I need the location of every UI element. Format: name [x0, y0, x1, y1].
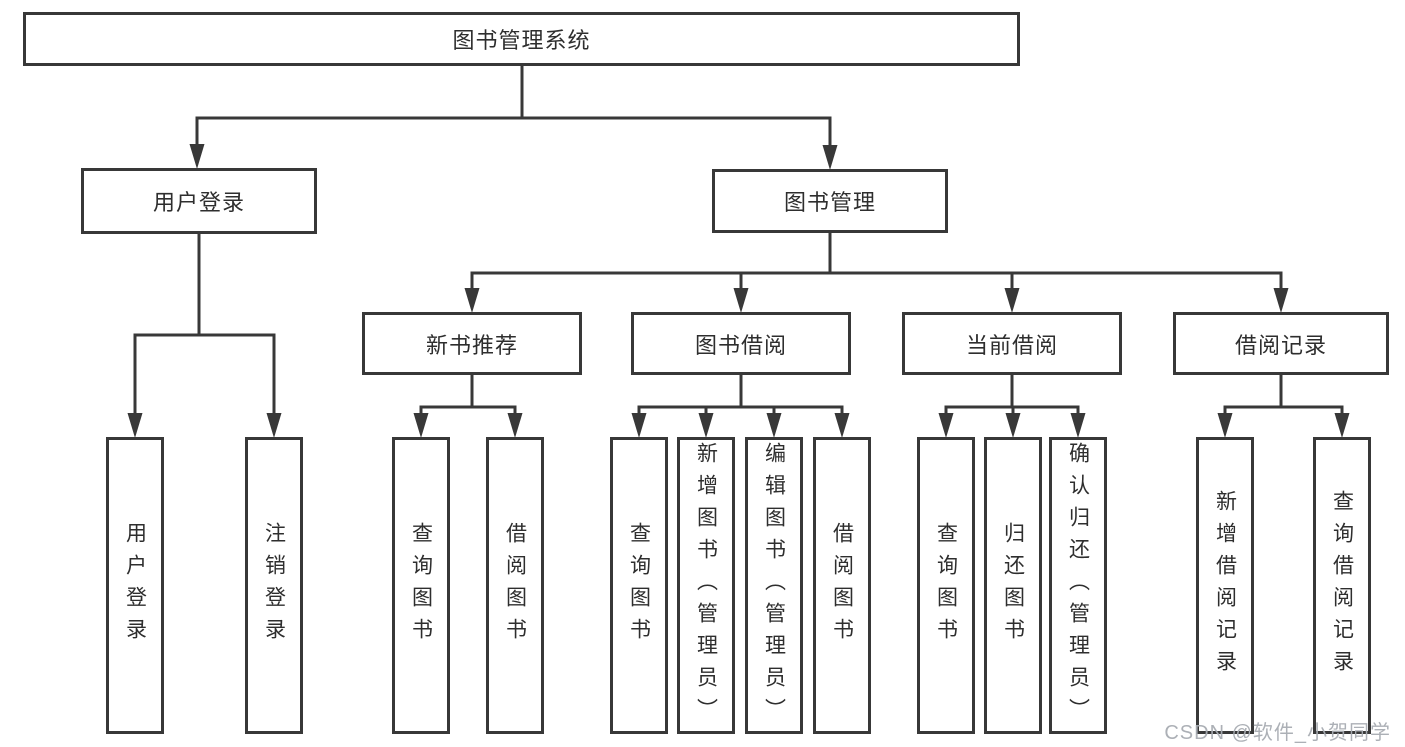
leaf-confirm-return-admin-label: 确认归还（管理员） [1066, 441, 1090, 730]
leaf-query-books-1-label: 查询图书 [409, 521, 433, 650]
node-borrowing-records: 借阅记录 [1173, 312, 1389, 375]
leaf-query-borrow-record-label: 查询借阅记录 [1330, 489, 1354, 682]
node-current-borrowing: 当前借阅 [902, 312, 1122, 375]
leaf-add-borrow-record-label: 新增借阅记录 [1213, 489, 1237, 682]
node-user-login: 用户登录 [81, 168, 317, 234]
leaf-confirm-return-admin: 确认归还（管理员） [1049, 437, 1107, 734]
leaf-borrow-books-2: 借阅图书 [813, 437, 871, 734]
leaf-edit-books-admin-label: 编辑图书（管理员） [762, 441, 786, 730]
leaf-query-books-2: 查询图书 [610, 437, 668, 734]
leaf-add-books-admin: 新增图书（管理员） [677, 437, 735, 734]
leaf-logout-label: 注销登录 [262, 521, 286, 650]
leaf-query-books-3: 查询图书 [917, 437, 975, 734]
leaf-query-books-3-label: 查询图书 [934, 521, 958, 650]
leaf-query-borrow-record: 查询借阅记录 [1313, 437, 1371, 734]
csdn-watermark: CSDN @软件_小贺同学 [1164, 722, 1391, 744]
node-new-book-recommendation: 新书推荐 [362, 312, 582, 375]
arrow-down-icons [127, 144, 1350, 438]
leaf-add-borrow-record: 新增借阅记录 [1196, 437, 1254, 734]
leaf-add-books-admin-label: 新增图书（管理员） [694, 441, 718, 730]
leaf-user-login: 用户登录 [106, 437, 164, 734]
leaf-edit-books-admin: 编辑图书（管理员） [745, 437, 803, 734]
leaf-borrow-books-1: 借阅图书 [486, 437, 544, 734]
leaf-query-books-1: 查询图书 [392, 437, 450, 734]
tree-edge-lines [133, 66, 1344, 416]
leaf-logout: 注销登录 [245, 437, 303, 734]
leaf-return-books: 归还图书 [984, 437, 1042, 734]
leaf-borrow-books-1-label: 借阅图书 [503, 521, 527, 650]
leaf-return-books-label: 归还图书 [1001, 521, 1025, 650]
leaf-query-books-2-label: 查询图书 [627, 521, 651, 650]
node-book-borrowing: 图书借阅 [631, 312, 851, 375]
leaf-user-login-label: 用户登录 [123, 521, 147, 650]
node-book-management: 图书管理 [712, 169, 948, 233]
node-library-management-system: 图书管理系统 [23, 12, 1020, 66]
leaf-borrow-books-2-label: 借阅图书 [830, 521, 854, 650]
